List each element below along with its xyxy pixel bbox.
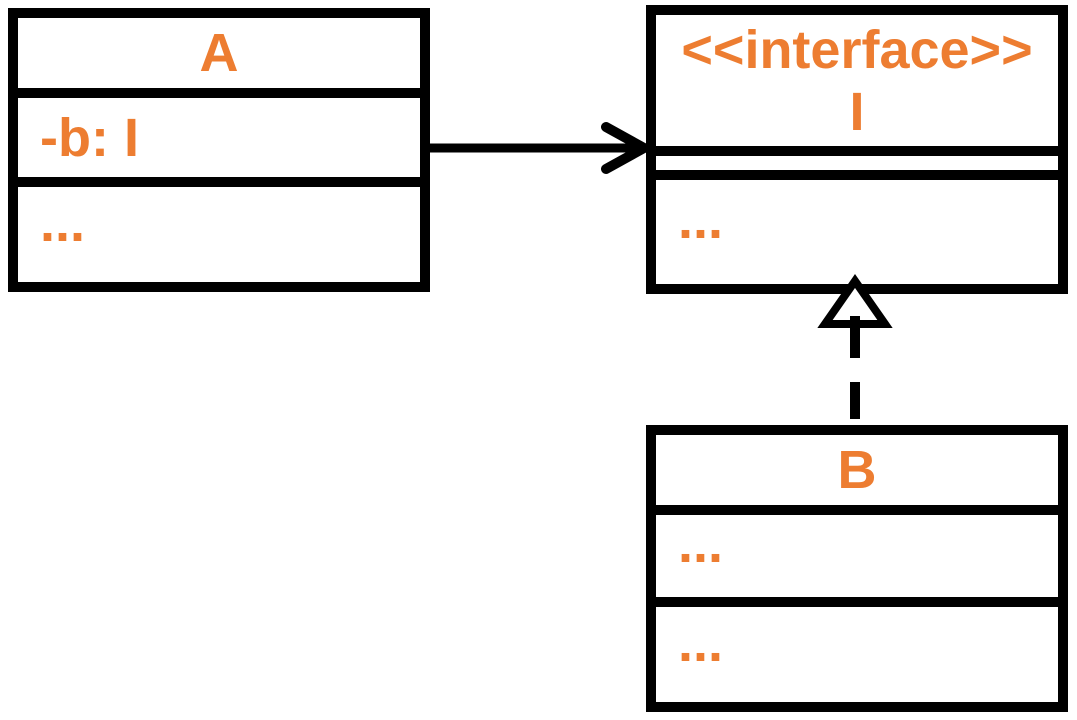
interface-i-title-compartment: <<interface>> I: [656, 15, 1058, 146]
class-a-title-compartment: A: [18, 18, 420, 88]
class-a-attributes-compartment: -b: I: [18, 88, 420, 177]
class-b-methods-ellipsis: ...: [678, 612, 724, 673]
association-arrow-a-to-i: [428, 122, 655, 174]
interface-i-name: I: [849, 81, 865, 142]
class-a-attribute: -b: I: [40, 107, 139, 168]
open-arrowhead-icon: [601, 122, 655, 174]
interface-i-methods-ellipsis: ...: [678, 190, 724, 250]
interface-i-stereotype: <<interface>>: [681, 19, 1033, 80]
class-b-methods-compartment: ...: [656, 597, 1058, 702]
class-b-name: B: [837, 440, 877, 500]
class-a-methods-compartment: ...: [18, 177, 420, 282]
interface-i-methods-compartment: ...: [656, 170, 1058, 284]
interface-box-i: <<interface>> I ...: [646, 5, 1068, 294]
class-b-title-compartment: B: [656, 435, 1058, 505]
class-b-attributes-compartment: ...: [656, 505, 1058, 597]
realization-dash-segment: [850, 316, 860, 358]
class-a-name: A: [199, 23, 239, 83]
realization-dash-segment: [850, 382, 860, 419]
interface-i-attributes-compartment: [656, 146, 1058, 170]
class-box-b: B ... ...: [646, 425, 1068, 712]
class-box-a: A -b: I ...: [8, 8, 430, 292]
class-b-attributes-ellipsis: ...: [678, 514, 724, 574]
class-a-methods-ellipsis: ...: [40, 192, 86, 253]
